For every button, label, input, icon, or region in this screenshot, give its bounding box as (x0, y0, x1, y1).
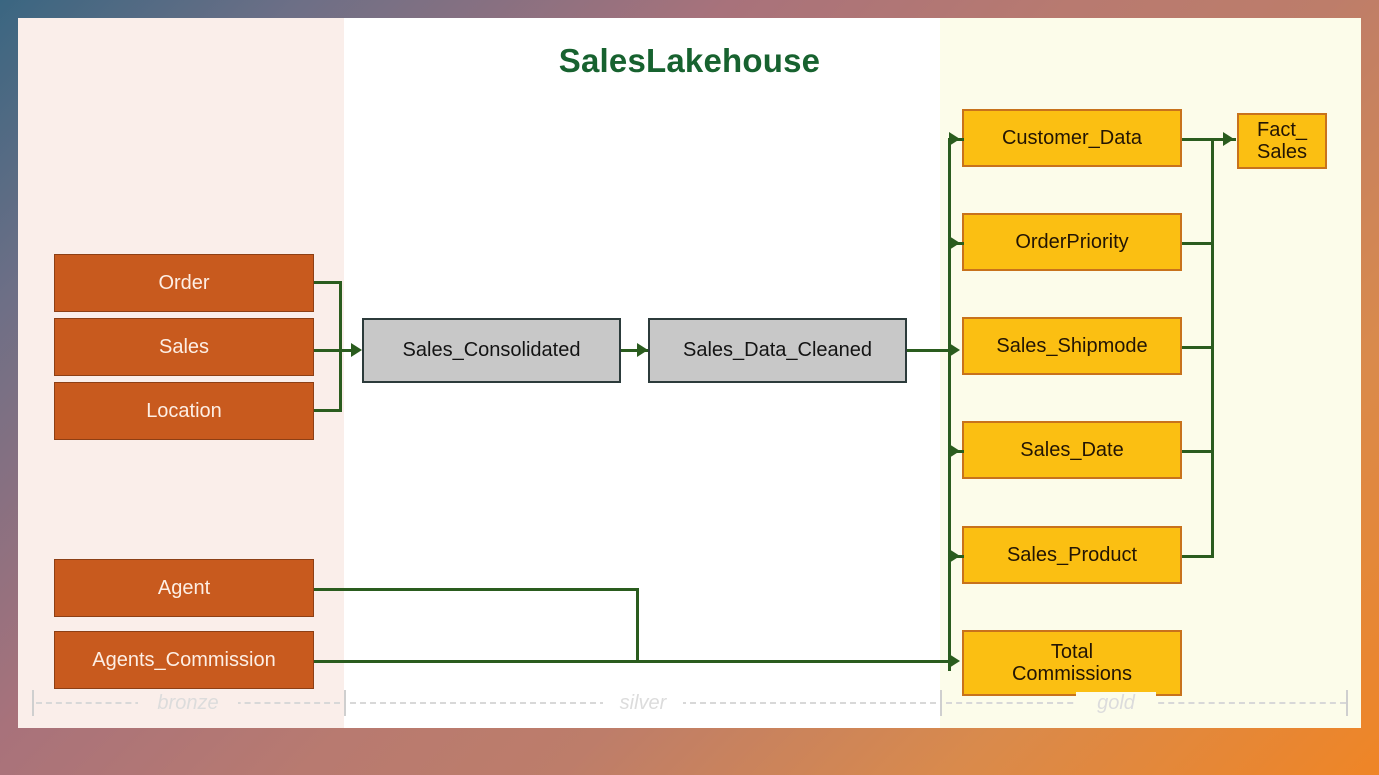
node-agents-commission-label: Agents_Commission (92, 648, 276, 671)
node-sales-consolidated[interactable]: Sales_Consolidated (362, 318, 621, 383)
arrow-to-order-priority (949, 236, 960, 250)
gold-distribution-trunk (948, 138, 951, 671)
connector-location-stub (314, 409, 342, 412)
connector-agents-commission-out (314, 660, 951, 663)
arrow-to-sales-date (949, 444, 960, 458)
connector-agent-out (314, 588, 639, 591)
node-customer-data-label: Customer_Data (1001, 126, 1143, 149)
node-total-commissions[interactable]: Total Commissions (962, 630, 1182, 696)
node-sales-product[interactable]: Sales_Product (962, 526, 1182, 584)
node-sales-data-cleaned[interactable]: Sales_Data_Cleaned (648, 318, 907, 383)
arrow-to-sales-product (949, 549, 960, 563)
node-fact-sales[interactable]: Fact_ Sales (1237, 113, 1327, 169)
legend-tick-start (32, 690, 34, 716)
node-total-commissions-line1: Total (1050, 640, 1094, 663)
arrow-to-fact-sales (1223, 132, 1234, 146)
node-sales-label: Sales (158, 335, 210, 358)
node-sales-date-label: Sales_Date (1020, 438, 1124, 461)
node-fact-sales-line1: Fact_ (1256, 118, 1308, 141)
diagram-canvas: SalesLakehouse Order Sales Location Agen… (18, 18, 1361, 728)
node-sales-data-cleaned-label: Sales_Data_Cleaned (682, 339, 873, 362)
node-location-label: Location (146, 399, 222, 422)
node-agent[interactable]: Agent (54, 559, 314, 617)
legend-tick-end (1346, 690, 1348, 716)
connector-sales-product-to-collector (1182, 555, 1214, 558)
zone-legend: bronze silver gold (18, 690, 1361, 718)
connector-agent-drop (636, 588, 639, 661)
legend-tick-silver-gold (940, 690, 942, 716)
page-title: SalesLakehouse (558, 42, 821, 79)
node-order-priority-label: OrderPriority (1015, 230, 1129, 253)
legend-label-bronze: bronze (138, 692, 238, 715)
node-sales[interactable]: Sales (54, 318, 314, 376)
arrow-bronze-to-silver (351, 343, 362, 357)
node-sales-consolidated-label: Sales_Consolidated (402, 339, 581, 362)
legend-label-gold: gold (1076, 692, 1156, 715)
node-sales-product-label: Sales_Product (1006, 543, 1138, 566)
connector-sales-shipmode-to-collector (1182, 346, 1214, 349)
node-sales-shipmode[interactable]: Sales_Shipmode (962, 317, 1182, 375)
connector-consolidated-to-cleaned (621, 349, 648, 352)
legend-label-silver: silver (603, 692, 683, 715)
node-order-priority[interactable]: OrderPriority (962, 213, 1182, 271)
node-agent-label: Agent (157, 576, 211, 599)
node-customer-data[interactable]: Customer_Data (962, 109, 1182, 167)
arrow-consolidated-to-cleaned (637, 343, 648, 357)
legend-tick-bronze-silver (344, 690, 346, 716)
arrow-to-total-commissions (949, 654, 960, 668)
node-total-commissions-line2: Commissions (1011, 663, 1133, 685)
node-location[interactable]: Location (54, 382, 314, 440)
connector-bronze-to-silver (314, 349, 358, 352)
arrow-to-sales-shipmode (949, 343, 960, 357)
node-order[interactable]: Order (54, 254, 314, 312)
node-fact-sales-line2: Sales (1256, 141, 1308, 163)
connector-collector-to-fact-sales (1182, 138, 1236, 141)
connector-cleaned-to-trunk (907, 349, 951, 352)
connector-bronze-bracket (339, 281, 342, 412)
connector-sales-date-to-collector (1182, 450, 1214, 453)
node-sales-date[interactable]: Sales_Date (962, 421, 1182, 479)
node-sales-shipmode-label: Sales_Shipmode (996, 334, 1148, 357)
node-order-label: Order (158, 271, 210, 294)
connector-order-stub (314, 281, 342, 284)
connector-order-priority-to-collector (1182, 242, 1214, 245)
arrow-to-customer-data (949, 132, 960, 146)
node-agents-commission[interactable]: Agents_Commission (54, 631, 314, 689)
